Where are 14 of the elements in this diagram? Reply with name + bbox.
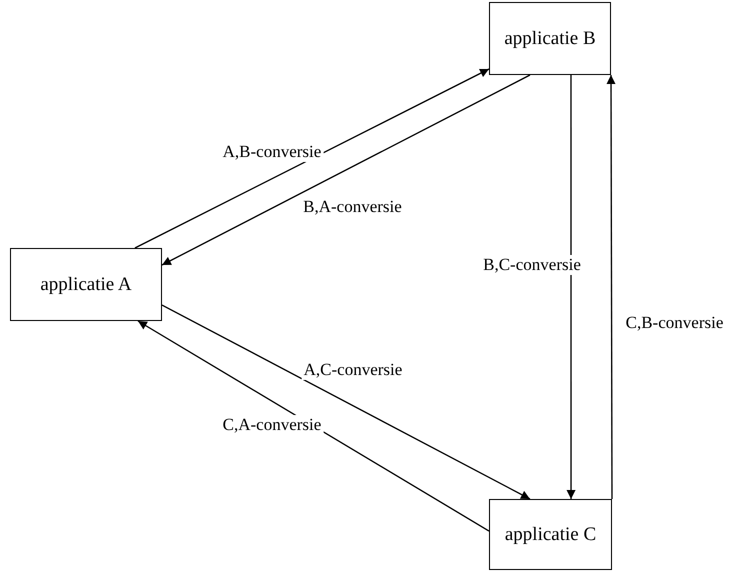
edge-label: B,C-conversie [481, 255, 583, 275]
edge-label: C,A-conversie [220, 415, 324, 435]
arrow [162, 304, 530, 500]
node-label: applicatie B [504, 28, 596, 50]
node-label: applicatie C [504, 524, 596, 546]
arrow [566, 75, 576, 499]
application-box [489, 2, 611, 75]
arrow [162, 74, 530, 266]
application-box [10, 248, 162, 321]
node-label: applicatie A [40, 274, 132, 296]
arrow [606, 75, 616, 499]
application-box [489, 499, 612, 570]
arrow [134, 68, 490, 249]
arrow [138, 320, 490, 532]
